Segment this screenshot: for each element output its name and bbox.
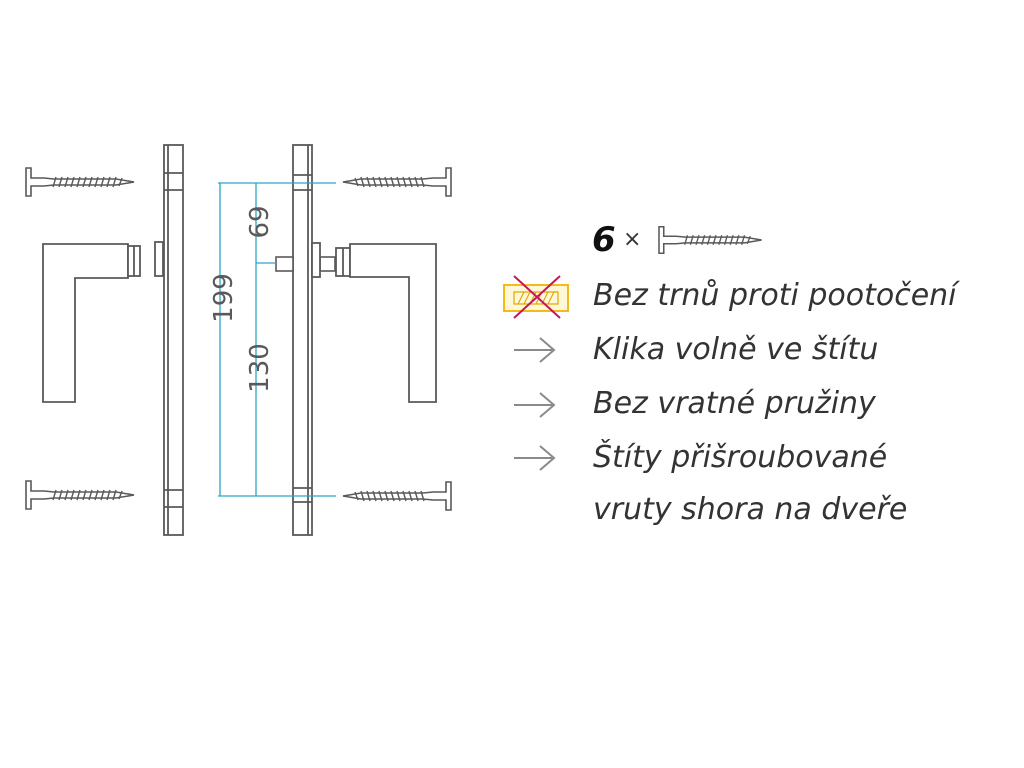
escutcheon-plate-right [292, 144, 313, 536]
handle-right [311, 242, 437, 403]
screw-bottom-left [25, 480, 135, 510]
dimension-lines [218, 182, 336, 497]
spindle [275, 256, 336, 272]
no-anti-rotation-pins-icon [503, 275, 569, 319]
dimension-label-199: 199 [209, 273, 239, 323]
dimension-label-69: 69 [245, 205, 275, 238]
arrow-right-icon [514, 445, 556, 471]
screw-count-icon [658, 225, 763, 255]
arrow-right-icon [514, 337, 556, 363]
escutcheon-plate-left [163, 144, 184, 536]
screw-top-right [342, 167, 452, 197]
screw-bottom-right [342, 481, 452, 511]
arrow-right-icon [514, 392, 556, 418]
screw-top-left [25, 167, 135, 197]
handle-left [42, 241, 164, 403]
dimension-label-130: 130 [245, 343, 275, 393]
